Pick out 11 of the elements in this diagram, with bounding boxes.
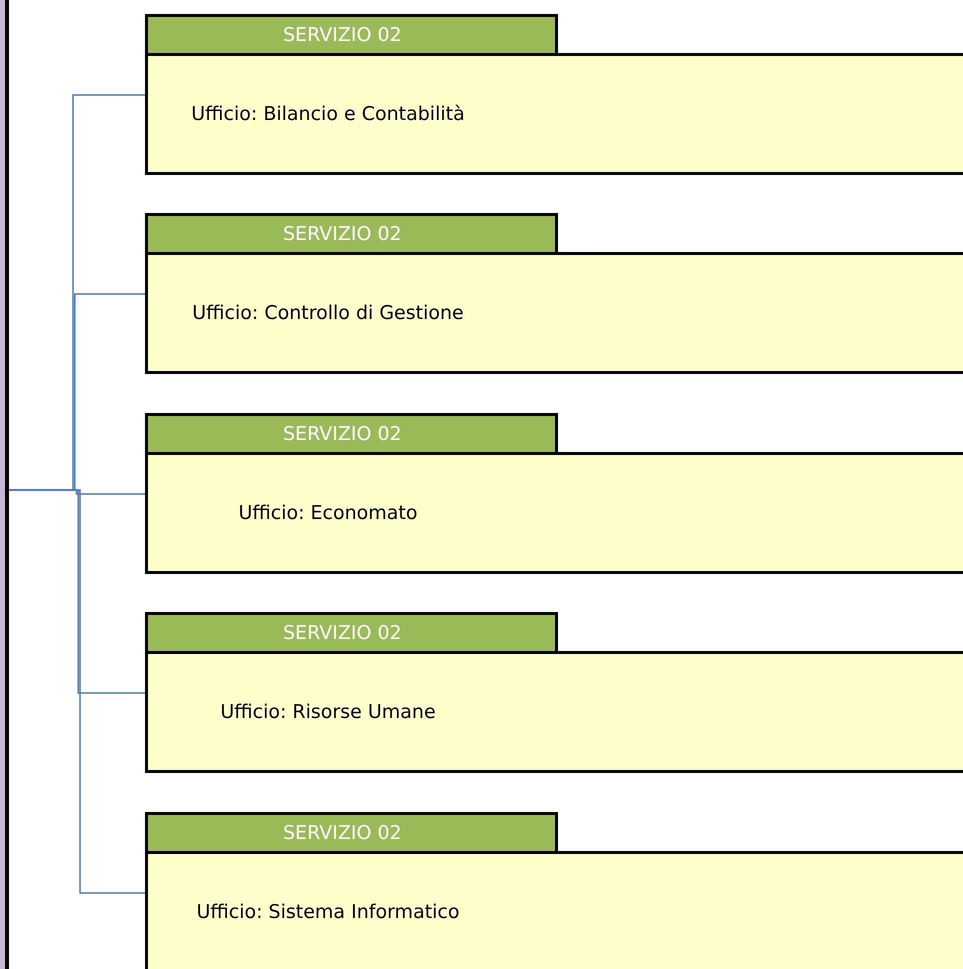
office-label: Ufficio: Controllo di Gestione — [192, 302, 464, 324]
service-label: SERVIZIO 02 — [283, 821, 402, 846]
office-label: Ufficio: Risorse Umane — [220, 701, 436, 723]
service-label: SERVIZIO 02 — [283, 621, 402, 646]
office-label: Ufficio: Economato — [238, 502, 418, 524]
service-label: SERVIZIO 02 — [283, 422, 402, 447]
service-label: SERVIZIO 02 — [283, 23, 402, 48]
office-label: Ufficio: Bilancio e Contabilità — [191, 103, 465, 125]
office-label: Ufficio: Sistema Informatico — [196, 901, 460, 923]
service-label: SERVIZIO 02 — [283, 222, 402, 247]
connector-line — [9, 489, 145, 894]
